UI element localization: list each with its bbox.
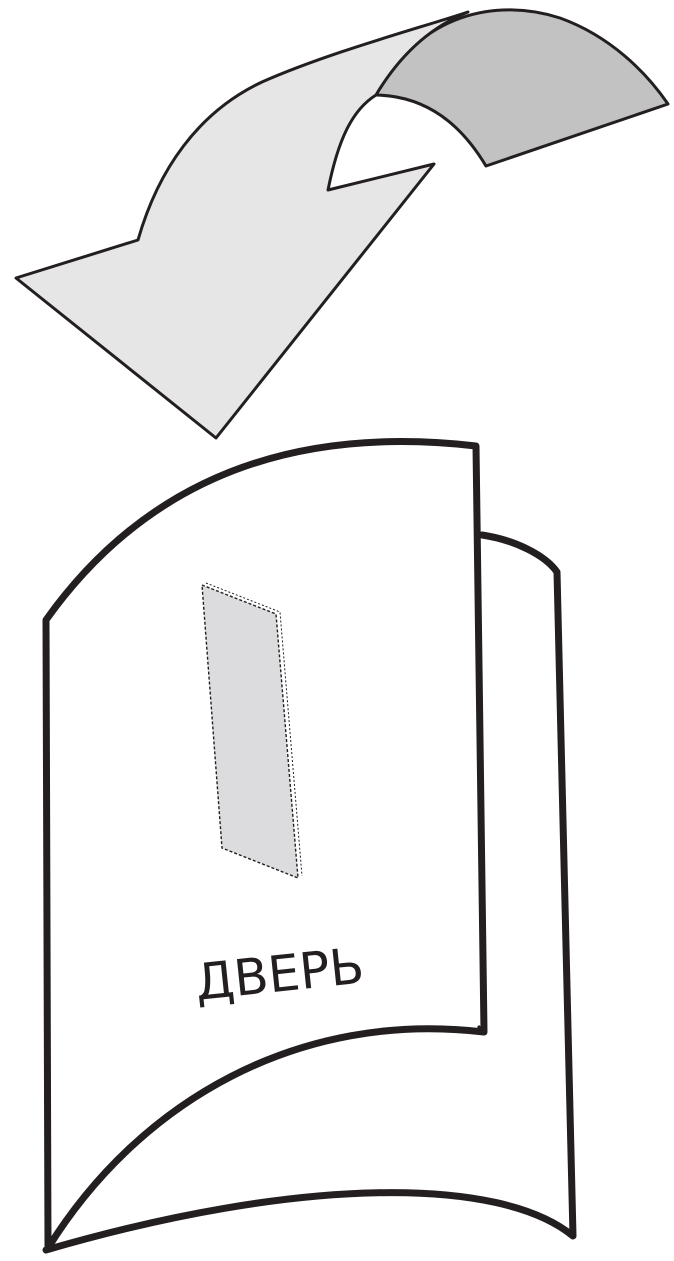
door-icon <box>46 442 573 1250</box>
curved-arrow-icon <box>16 10 668 438</box>
